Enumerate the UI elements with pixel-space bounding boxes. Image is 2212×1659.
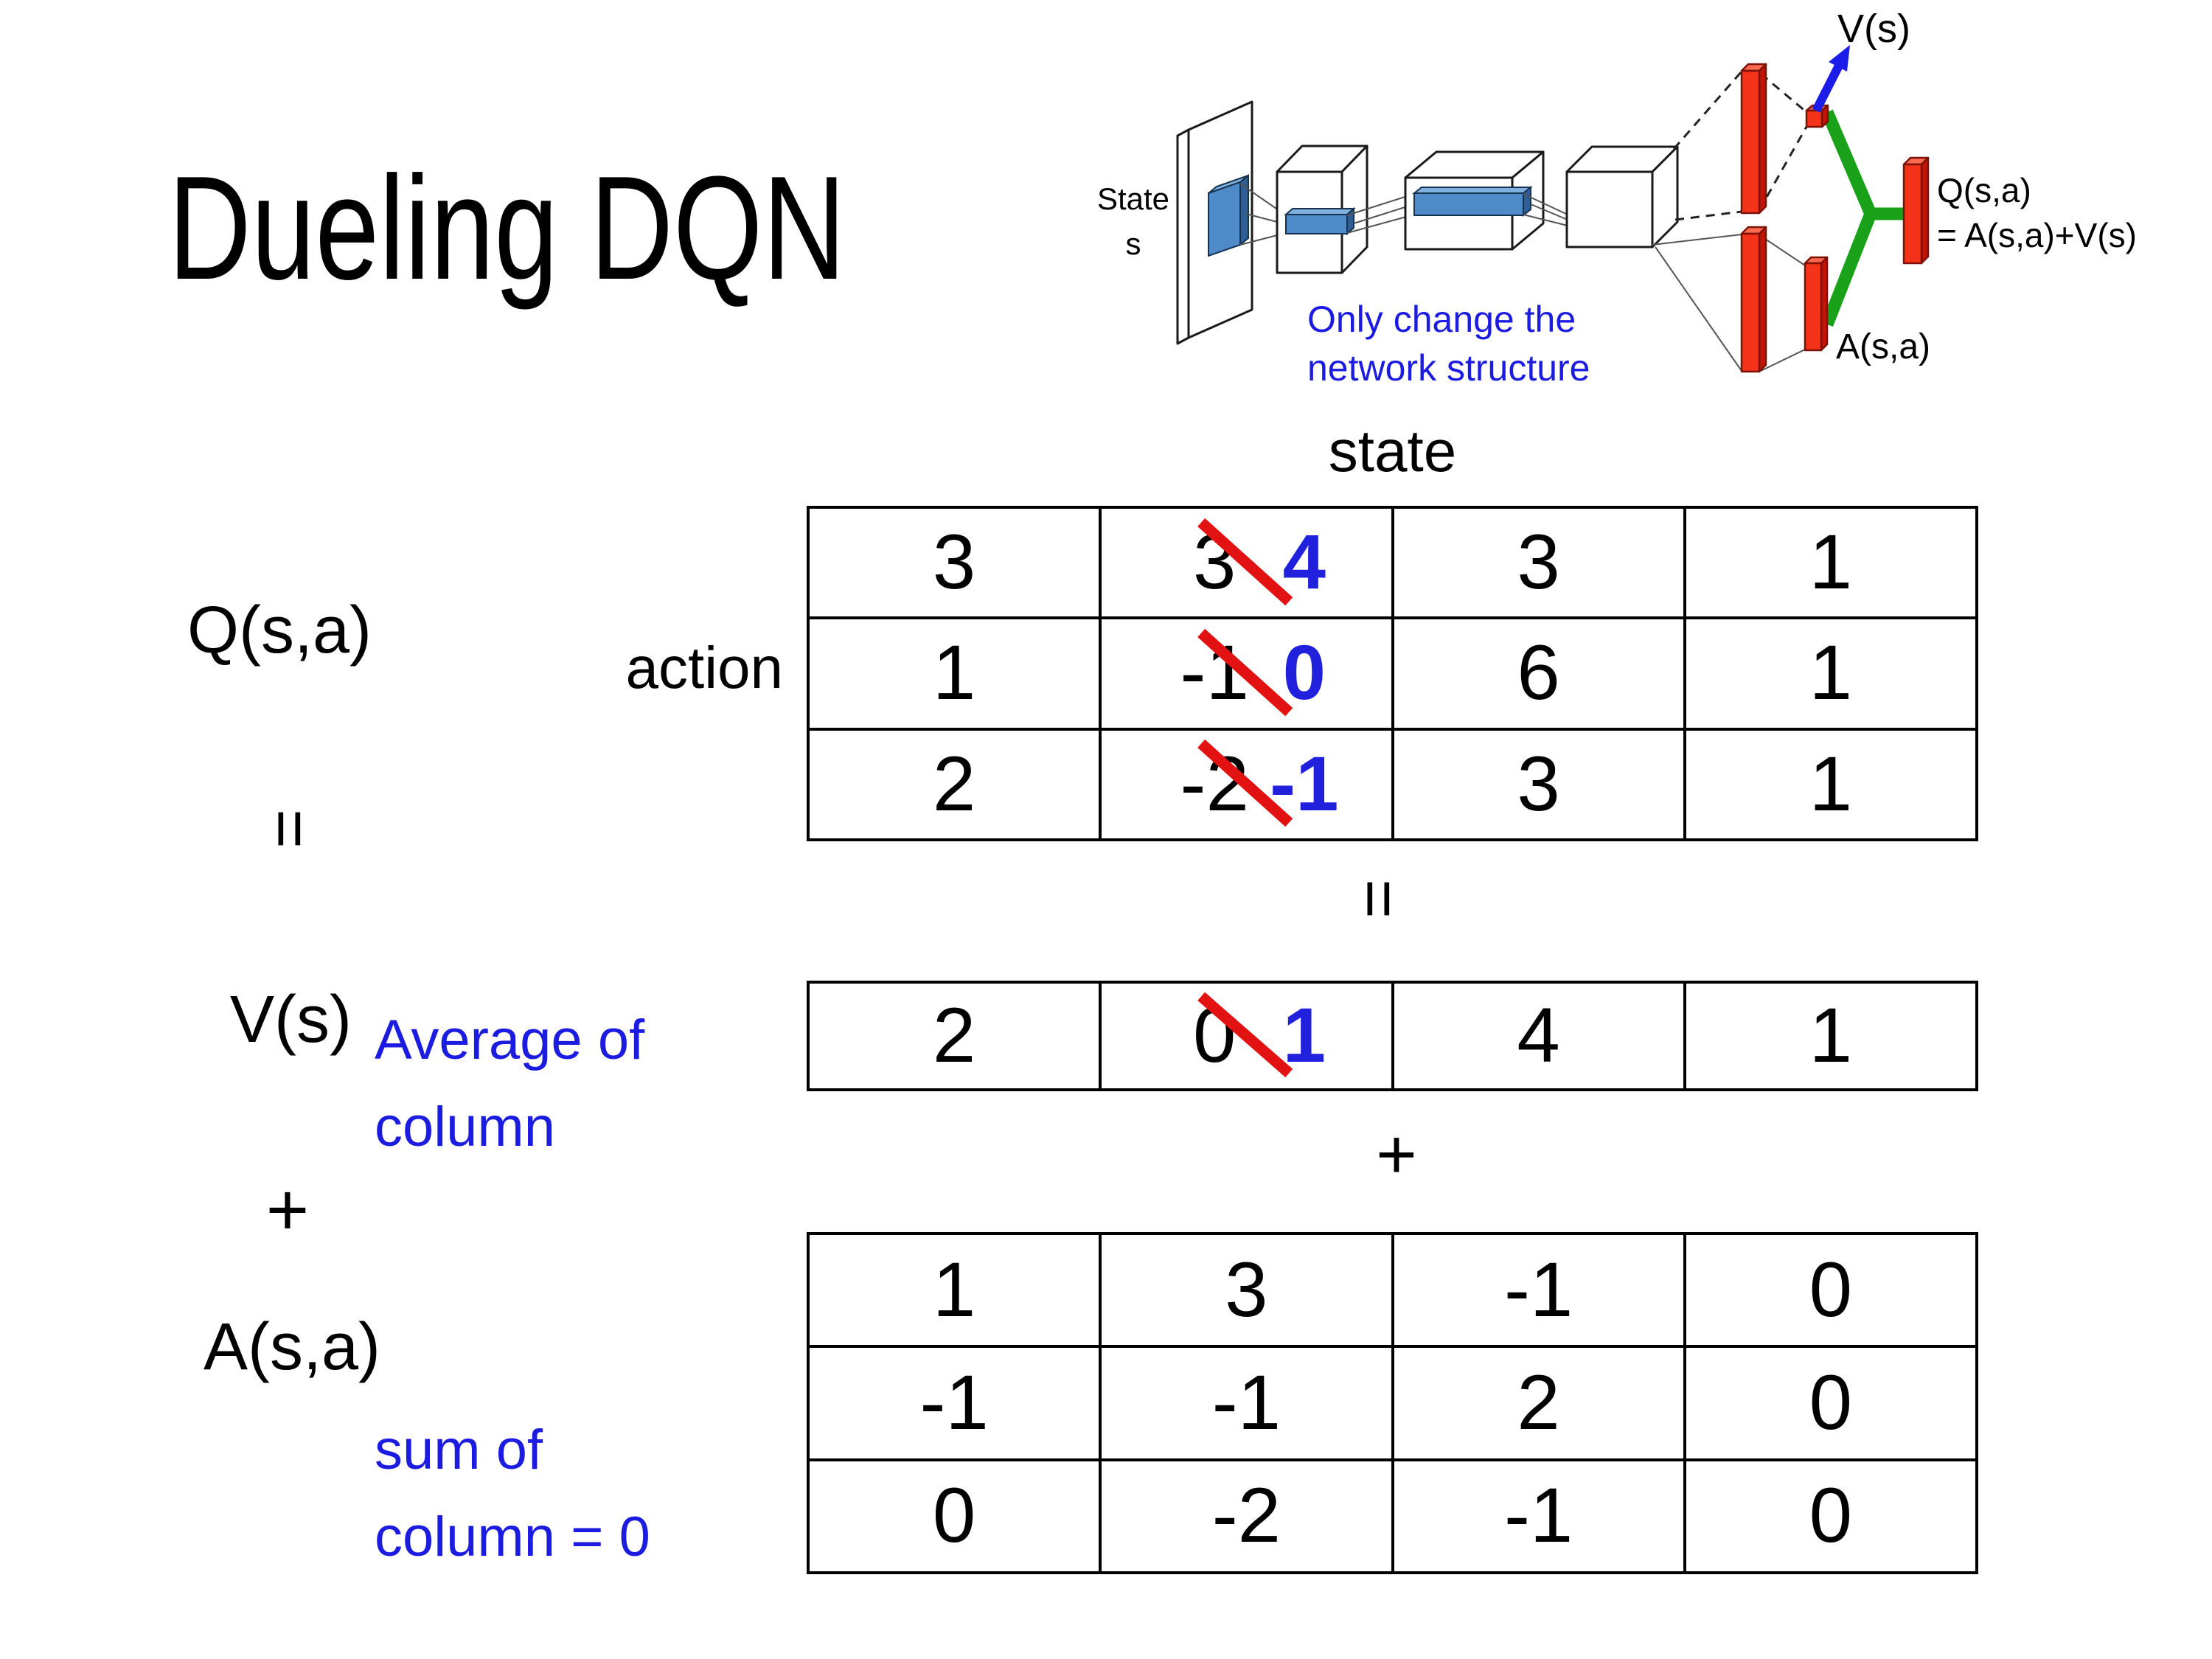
new-value: 1 — [1282, 992, 1326, 1079]
a-cell-r0c0: 1 — [808, 1234, 1101, 1347]
red-strike-icon — [1197, 630, 1293, 714]
aggregation-y-connector — [1821, 109, 1907, 327]
fc-bar-value-hidden — [1740, 63, 1767, 215]
red-strike-icon — [1197, 741, 1293, 825]
a-cell-r2c3: 0 — [1684, 1459, 1977, 1573]
average-note-line2: column — [375, 1095, 555, 1158]
q-cell-r0c0: 3 — [808, 507, 1101, 619]
q-cell-r2c1-corrected: -2 -1 — [1100, 728, 1393, 840]
sum-note: sum of column = 0 — [375, 1407, 650, 1581]
sum-note-line2: column = 0 — [375, 1505, 650, 1568]
fc-bar-q-output — [1902, 156, 1930, 265]
state-label-line2: s — [1125, 226, 1141, 261]
plus-middle: + — [1376, 1115, 1417, 1194]
a-cell-r2c0: 0 — [808, 1459, 1101, 1573]
network-note: Only change the network structure — [1307, 295, 1590, 392]
equals-left: = — [252, 809, 328, 849]
page-title: Dueling DQN — [168, 146, 846, 310]
q-cell-r1c1-corrected: -1 0 — [1100, 618, 1393, 729]
conv-filter-icon — [1208, 173, 1249, 257]
state-label-line1: State — [1096, 181, 1170, 216]
network-q-label-line1: Q(s,a) — [1937, 171, 2031, 209]
network-q-label: Q(s,a) = A(s,a)+V(s) — [1937, 168, 2137, 257]
new-value: 0 — [1282, 630, 1326, 717]
a-cell-r0c1: 3 — [1100, 1234, 1393, 1347]
q-table: 3 3 4 3 1 1 -1 0 6 1 2 -2 -1 3 1 — [807, 506, 1978, 841]
a-cell-r2c2: -1 — [1392, 1459, 1685, 1573]
v-cell-c3: 1 — [1684, 982, 1977, 1090]
q-cell-r0c1-corrected: 3 4 — [1100, 507, 1393, 619]
state-header: state — [1328, 418, 1457, 484]
q-cell-r2c0: 2 — [808, 728, 1101, 840]
action-label: action — [625, 635, 783, 700]
feature-slab-2 — [1412, 185, 1533, 218]
advantage-stream-lines — [1652, 234, 1806, 372]
new-value: 4 — [1282, 519, 1326, 606]
sum-note-line1: sum of — [375, 1419, 543, 1481]
v-cell-c1-corrected: 0 1 — [1100, 982, 1393, 1090]
average-note-line1: Average of — [375, 1009, 645, 1071]
q-term-label: Q(s,a) — [187, 594, 372, 667]
q-cell-r1c3: 1 — [1684, 618, 1977, 729]
network-v-label: V(s) — [1837, 7, 1910, 51]
new-value: -1 — [1270, 740, 1339, 827]
q-cell-r1c0: 1 — [808, 618, 1101, 729]
a-cell-r1c3: 0 — [1684, 1346, 1977, 1460]
q-cell-r0c2: 3 — [1392, 507, 1685, 619]
network-note-line2: network structure — [1307, 347, 1590, 389]
q-cell-r2c3: 1 — [1684, 728, 1977, 840]
v-term-label: V(s) — [230, 983, 352, 1057]
network-a-label: A(s,a) — [1836, 327, 1931, 366]
fc-bar-advantage-out — [1804, 256, 1829, 352]
a-cell-r1c1: -1 — [1100, 1346, 1393, 1460]
q-cell-r1c2: 6 — [1392, 618, 1685, 729]
equals-middle: = — [1341, 879, 1417, 919]
average-note: Average of column — [375, 997, 644, 1171]
fc-bar-advantage-hidden — [1740, 226, 1767, 373]
value-stream-dashed-lines — [1672, 71, 1808, 221]
projection-lines-2 — [1346, 193, 1415, 234]
a-cell-r0c3: 0 — [1684, 1234, 1977, 1347]
a-cell-r2c1: -2 — [1100, 1459, 1393, 1573]
network-state-label: State s — [1078, 177, 1189, 267]
projection-lines-3 — [1523, 193, 1568, 226]
q-cell-r0c3: 1 — [1684, 507, 1977, 619]
red-strike-icon — [1197, 994, 1293, 1076]
q-cell-r2c2: 3 — [1392, 728, 1685, 840]
plus-left: + — [265, 1168, 310, 1251]
a-cell-r1c2: 2 — [1392, 1346, 1685, 1460]
feature-slab-1 — [1284, 206, 1356, 236]
a-term-label: A(s,a) — [204, 1310, 381, 1384]
a-cell-r1c0: -1 — [808, 1346, 1101, 1460]
v-cell-c2: 4 — [1392, 982, 1685, 1090]
a-table: 1 3 -1 0 -1 -1 2 0 0 -2 -1 0 — [807, 1232, 1978, 1574]
v-cell-c0: 2 — [808, 982, 1101, 1090]
network-q-label-line2: = A(s,a)+V(s) — [1937, 215, 2137, 254]
network-note-line1: Only change the — [1307, 299, 1576, 340]
a-cell-r0c2: -1 — [1392, 1234, 1685, 1347]
v-table: 2 0 1 4 1 — [807, 981, 1978, 1091]
network-diagram — [1176, 45, 1930, 373]
red-strike-icon — [1197, 520, 1293, 604]
conv-box-3 — [1565, 145, 1679, 248]
v-output-arrow-icon — [1812, 45, 1850, 113]
